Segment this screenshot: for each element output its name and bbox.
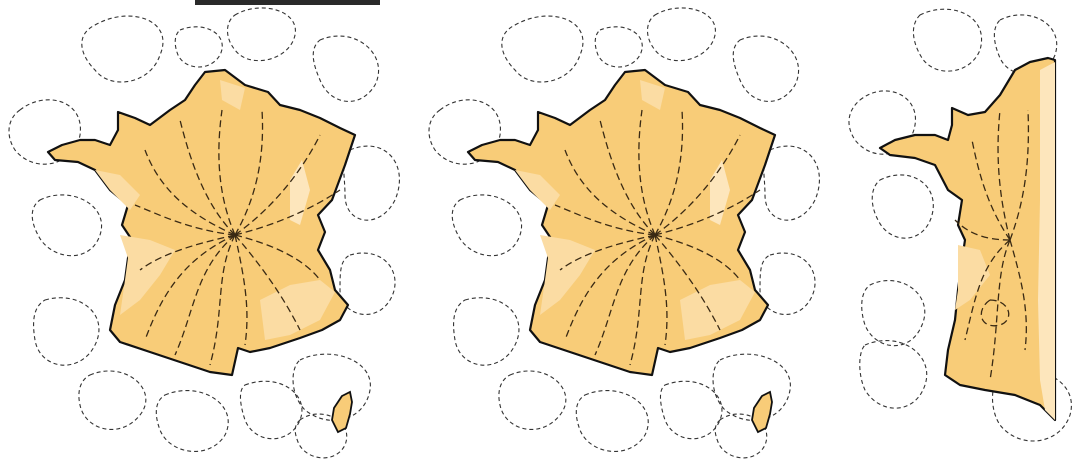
france-map-icon bbox=[427, 6, 821, 460]
top-edge-bar bbox=[195, 0, 380, 5]
map-panel-compressed bbox=[840, 0, 1092, 467]
map-panel-duplicate bbox=[420, 0, 840, 467]
map-panel-original bbox=[0, 0, 420, 467]
france-map-icon bbox=[7, 6, 401, 460]
france-map-compressed-icon bbox=[848, 8, 1072, 442]
